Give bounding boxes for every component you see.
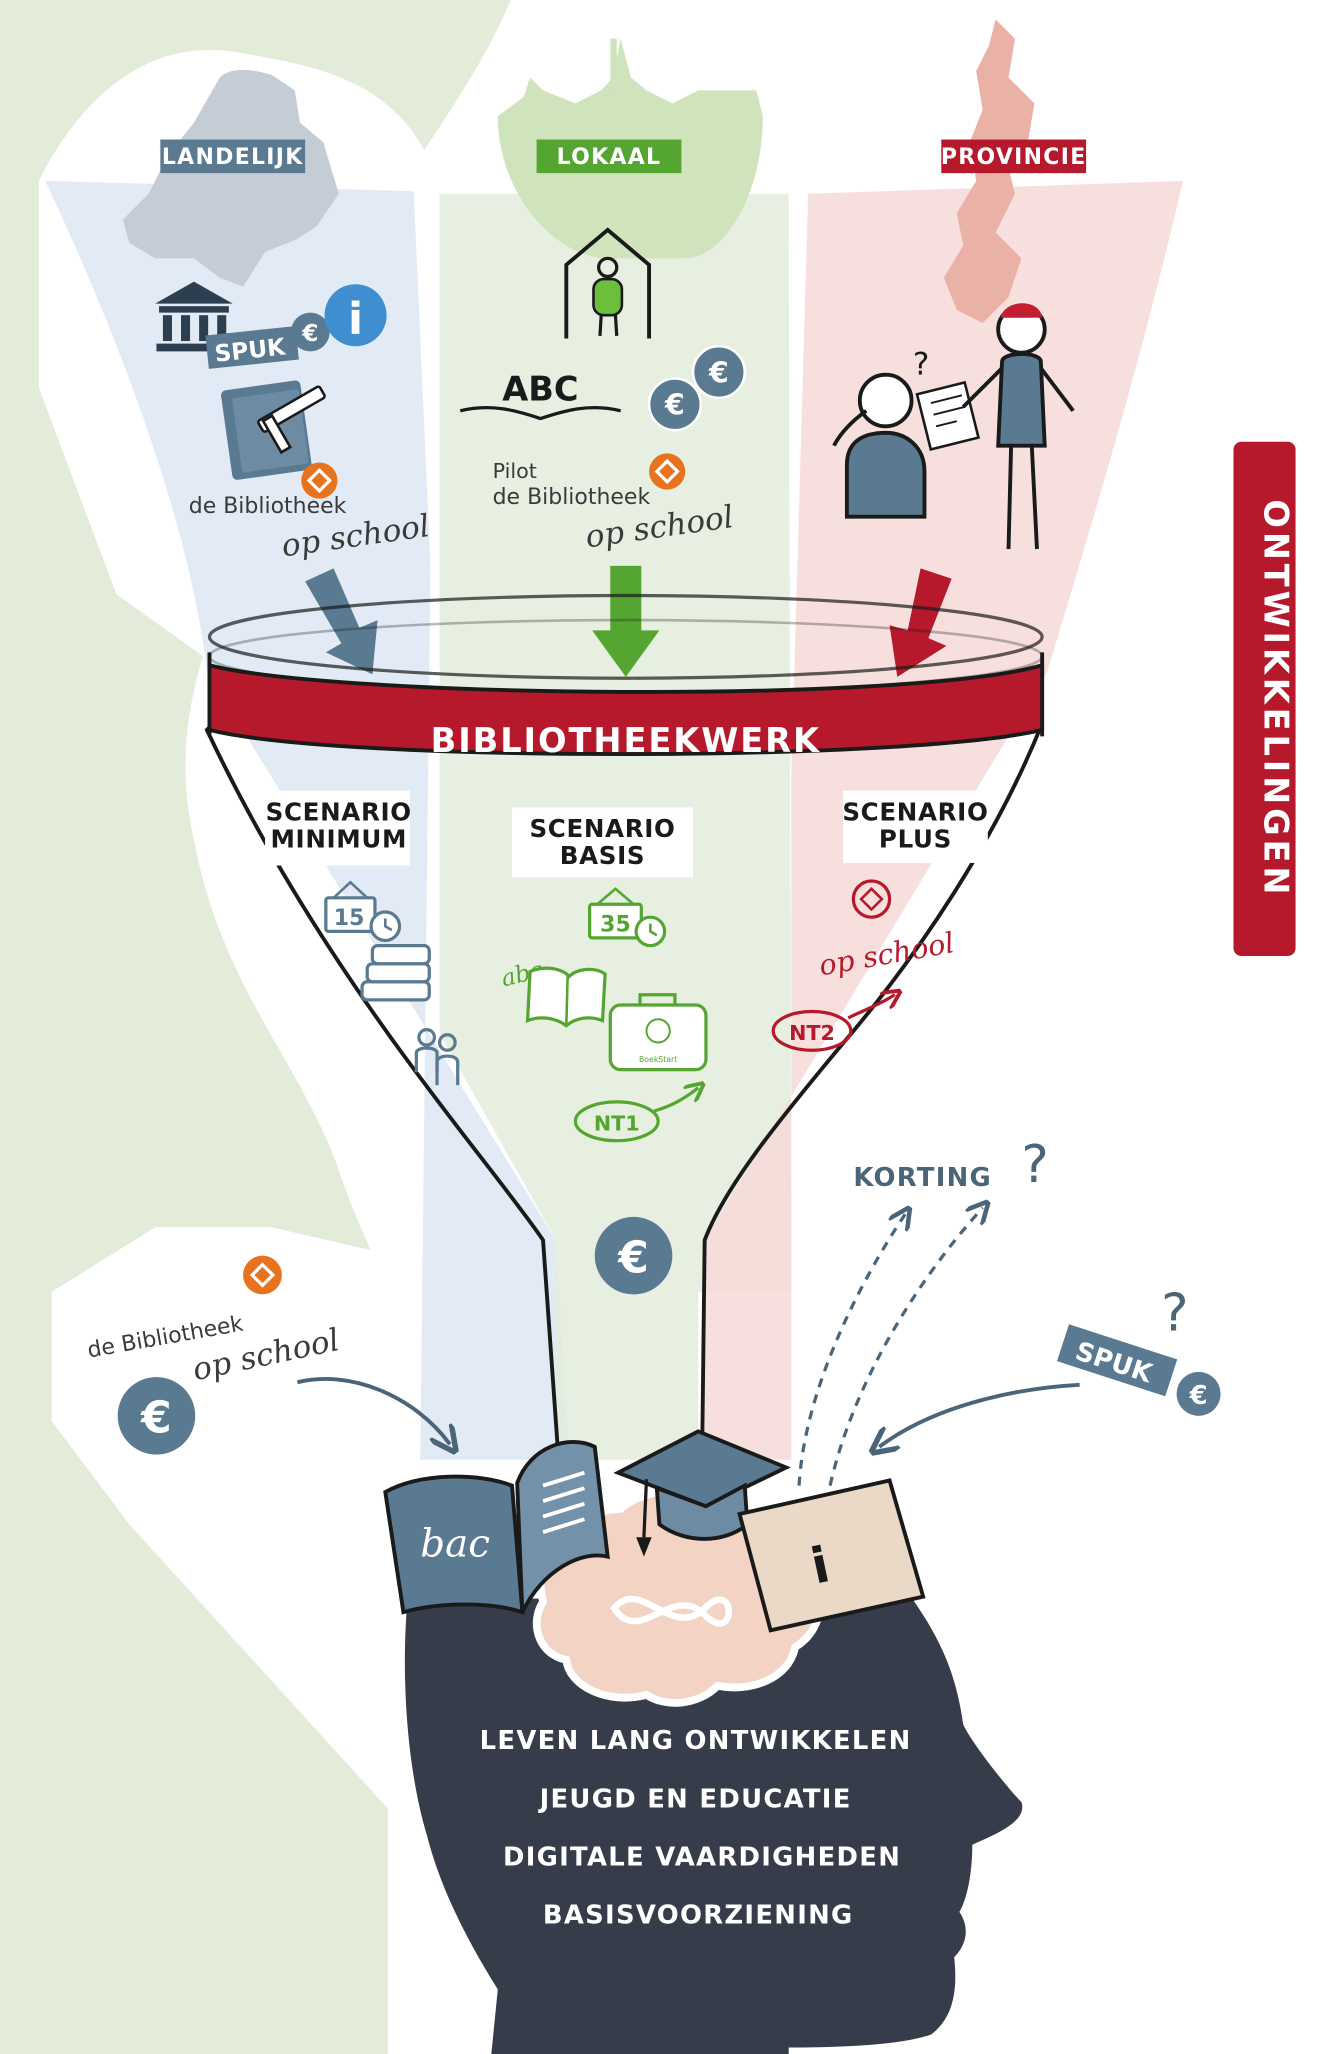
svg-text:LANDELIJK: LANDELIJK [162, 145, 304, 170]
law-book-gavel-icon [221, 380, 326, 480]
euro-coin-left: € [117, 1377, 196, 1455]
arrow-left-to-book [296, 1377, 450, 1444]
svg-text:SCENARIO: SCENARIO [266, 797, 412, 826]
hours-35-clock-icon: 35 [587, 887, 667, 948]
svg-text:ABC: ABC [502, 369, 578, 408]
book-abc-icon: bac [383, 1440, 610, 1615]
svg-text:ONTWIKKELINGEN: ONTWIKKELINGEN [1257, 499, 1296, 898]
government-building-icon [155, 281, 233, 352]
school-house-icon [564, 227, 652, 339]
svg-text:€: € [301, 320, 318, 347]
svg-text:35: 35 [600, 912, 631, 937]
scenario-minimum: SCENARIO MINIMUM [265, 790, 412, 866]
svg-text:KORTING: KORTING [853, 1163, 992, 1193]
arrow-national [305, 568, 378, 675]
head-line-4: BASISVOORZIENING [543, 1901, 854, 1931]
head-line-2: JEUGD EN EDUCATIE [538, 1784, 852, 1814]
svg-text:€: € [140, 1393, 172, 1444]
head-line-3: DIGITALE VAARDIGHEDEN [503, 1842, 901, 1872]
svg-text:€: € [664, 389, 685, 422]
svg-text:BASIS: BASIS [560, 841, 645, 870]
svg-text:€: € [617, 1232, 649, 1283]
head-silhouette [404, 1588, 1023, 2054]
person-with-question-icon: ? [832, 347, 929, 519]
svg-text:de Bibliotheek: de Bibliotheek [493, 485, 651, 510]
svg-text:NT2: NT2 [789, 1021, 835, 1045]
svg-text:SCENARIO: SCENARIO [529, 814, 675, 843]
side-banner: ONTWIKKELINGEN [1233, 441, 1296, 956]
svg-text:PROVINCIE: PROVINCIE [941, 145, 1087, 170]
euro-coins-local: € € [647, 344, 747, 432]
netherlands-map-icon [122, 69, 339, 287]
abc-book-icon: ABC [459, 369, 622, 421]
svg-text:LOKAAL: LOKAAL [557, 145, 662, 170]
spuk-badge-right: SPUK € ? [1057, 1284, 1221, 1416]
svg-text:i: i [348, 293, 363, 344]
euro-coin-spout: € [594, 1216, 673, 1295]
arrow-spuk-to-tablet [879, 1382, 1080, 1447]
scenario-basis: SCENARIO BASIS [512, 807, 694, 878]
scenario-plus: SCENARIO PLUS [842, 790, 988, 863]
person-empty-pockets-icon [961, 303, 1075, 550]
svg-text:MINIMUM: MINIMUM [270, 824, 407, 853]
book-stack-icon [360, 944, 431, 1002]
svg-text:PLUS: PLUS [879, 824, 952, 853]
svg-text:15: 15 [334, 906, 365, 931]
tag-lokaal: LOKAAL [536, 139, 682, 174]
svg-text:bac: bac [420, 1522, 490, 1567]
svg-text:€: € [708, 356, 729, 389]
svg-text:?: ? [913, 347, 929, 383]
document-icon [915, 380, 981, 452]
svg-text:?: ? [1021, 1135, 1048, 1195]
korting-label: KORTING ? [853, 1135, 1049, 1195]
dashed-arrow-1 [797, 1214, 905, 1486]
dashed-arrow-2 [828, 1208, 983, 1486]
svg-text:BoekStart: BoekStart [639, 1055, 677, 1064]
tag-landelijk: LANDELIJK [160, 139, 306, 174]
people-icon [414, 1027, 460, 1086]
arrow-province [889, 568, 952, 677]
nt2-badge: NT2 [771, 995, 895, 1052]
info-icon-national: i [324, 284, 387, 347]
tablet-info-icon: i [737, 1478, 926, 1633]
svg-text:NT1: NT1 [594, 1111, 640, 1135]
svg-text:€: € [1189, 1381, 1208, 1411]
funnel-band-label: BIBLIOTHEEKWERK [431, 721, 821, 760]
arrow-local [592, 565, 660, 677]
svg-text:de Bibliotheek: de Bibliotheek [189, 494, 347, 519]
hours-15-clock-icon: 15 [324, 880, 402, 943]
bookstart-bag-icon: BoekStart [608, 993, 708, 1072]
svg-text:?: ? [1161, 1284, 1188, 1344]
nt1-badge: NT1 [573, 1088, 698, 1143]
tag-provincie: PROVINCIE [941, 139, 1087, 174]
svg-text:Pilot: Pilot [493, 459, 537, 483]
svg-text:SCENARIO: SCENARIO [842, 797, 988, 826]
head-line-1: LEVEN LANG ONTWIKKELEN [480, 1726, 912, 1756]
